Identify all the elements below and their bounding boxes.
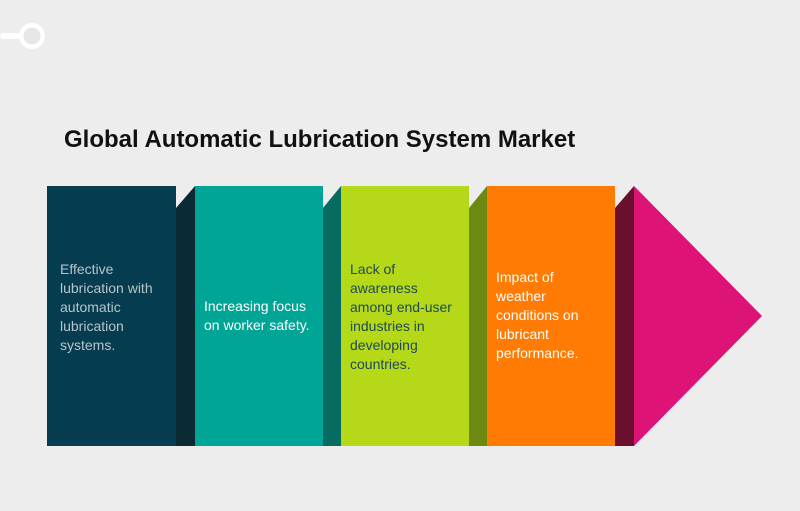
step-box-2	[195, 186, 323, 446]
step-box-1	[47, 186, 176, 446]
diagram-title: Global Automatic Lubrication System Mark…	[64, 126, 576, 153]
step-text-3: Lack of awareness among end-user industr…	[350, 261, 452, 372]
fold-1	[176, 186, 195, 446]
step-text-2: Increasing focus on worker safety.	[204, 298, 310, 333]
fold-4	[615, 186, 634, 446]
arrow-head	[634, 186, 762, 446]
step-box-4	[487, 186, 615, 446]
toggle-knob-icon	[0, 23, 45, 49]
fold-3	[469, 186, 487, 446]
step-box-3	[341, 186, 469, 446]
step-text-1: Effective lubrication with automatic lub…	[60, 261, 153, 353]
step-text-4: Impact of weather conditions on lubrican…	[496, 269, 579, 361]
fold-2	[323, 186, 341, 446]
